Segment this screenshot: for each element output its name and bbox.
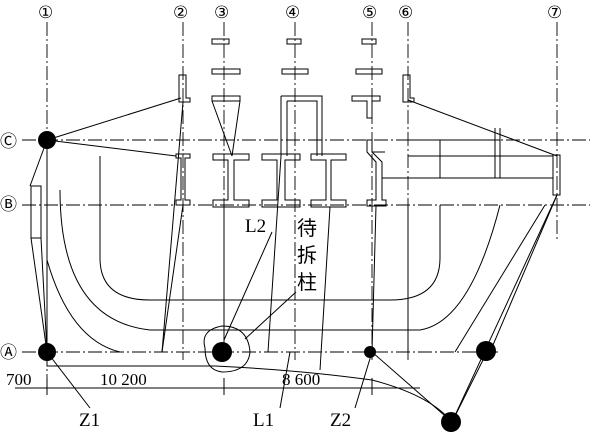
dimension-10200: 10 200 [100,370,147,389]
column-axis-4b [310,153,347,208]
axis-3-label: ③ [214,3,229,23]
brace-7-to-bottom [451,194,558,423]
node-z2 [364,346,376,358]
leader-z2 [354,351,373,409]
member-2-top [178,74,191,103]
mark-5-b [355,68,383,75]
brace-c1-to-col2 [46,139,177,157]
node-column-to-remove [212,342,232,362]
middle-u-curve [59,189,501,331]
axis-a-label: Ⓐ [0,343,17,363]
brace-a-to-bottom [451,351,488,423]
label-l2: L2 [245,216,266,237]
beam-3-top-b [231,100,241,157]
axis-2-label: ② [173,3,188,23]
node-a1-z1 [38,343,56,361]
dimension-700: 700 [6,370,32,389]
leader-l2 [223,231,273,341]
axis-1-label: ① [38,3,53,23]
grid-lines [22,22,590,385]
dimension-8600: 8 600 [282,370,320,389]
dimension-line: 700 10 200 8 600 [6,370,420,395]
lower-left-curve [46,259,121,353]
node-c1 [38,131,56,149]
left-wall-block [30,185,42,239]
beam-4-down [267,155,282,353]
vertical-axis-labels: ① ② ③ ④ ⑤ ⑥ ⑦ [38,3,562,23]
mark-4-b [281,68,309,75]
brace-z2-to-bottom [371,351,453,423]
beam-4b-down [319,206,331,371]
node-a-right [476,341,496,361]
axis-b-label: Ⓑ [0,195,17,215]
column-axis-4 [261,153,301,208]
axis-5-label: ⑤ [362,3,377,23]
beam-5-down [371,205,377,353]
nodes [38,131,496,432]
label-column-removal-1: 待 [297,216,317,240]
label-leaders [46,351,373,409]
mark-3-b [211,68,241,75]
wall-to-a1-b [30,237,48,353]
brace-b-to-a [454,204,546,353]
mark-4-a [286,38,302,45]
axis-6-label: ⑥ [398,3,413,23]
column-removal-outline [203,325,251,373]
column-axis-3 [212,153,250,208]
column-axis-5 [366,139,387,207]
inner-u-curve [99,156,441,301]
axis-c-label: Ⓒ [0,132,17,152]
node-bottom [441,412,461,432]
member-5-cap [351,95,381,119]
right-structure [382,128,561,423]
column-axis-7 [552,154,561,196]
axis-7-label: ⑦ [547,3,562,23]
diagonal-beams [161,100,409,371]
brace-7-to-a [489,194,558,353]
beam-3-top [211,100,233,157]
leader-column-removal [244,291,297,340]
column-axis-2 [175,153,191,206]
annotation-labels: L2 待 拆 柱 Z1 L1 Z2 [79,216,351,431]
mark-3-a [211,38,230,45]
wall-to-a1 [40,237,48,353]
label-l1: L1 [253,410,274,431]
brace-c1-to-2 [46,97,182,141]
beam-2-down [161,204,184,353]
leader-l1 [279,351,291,409]
label-column-removal-2: 拆 [297,243,317,267]
member-6-top [402,74,415,103]
label-z2: Z2 [330,410,351,431]
bracing-lines [29,97,558,353]
bottom-outline [46,231,488,423]
member-3-cap [211,95,241,102]
top-members [178,38,415,156]
label-column-removal-3: 柱 [297,270,317,294]
leader-z1 [46,351,91,409]
horizontal-axis-labels: Ⓒ Ⓑ Ⓐ [0,132,17,363]
label-z1: Z1 [79,410,100,431]
beam-2-long [161,101,184,353]
axis-4-label: ④ [285,3,300,23]
mark-5-a [361,38,377,45]
member-4-frame [280,95,323,156]
brace-6-to-7 [407,99,558,157]
u-curves [46,156,501,353]
